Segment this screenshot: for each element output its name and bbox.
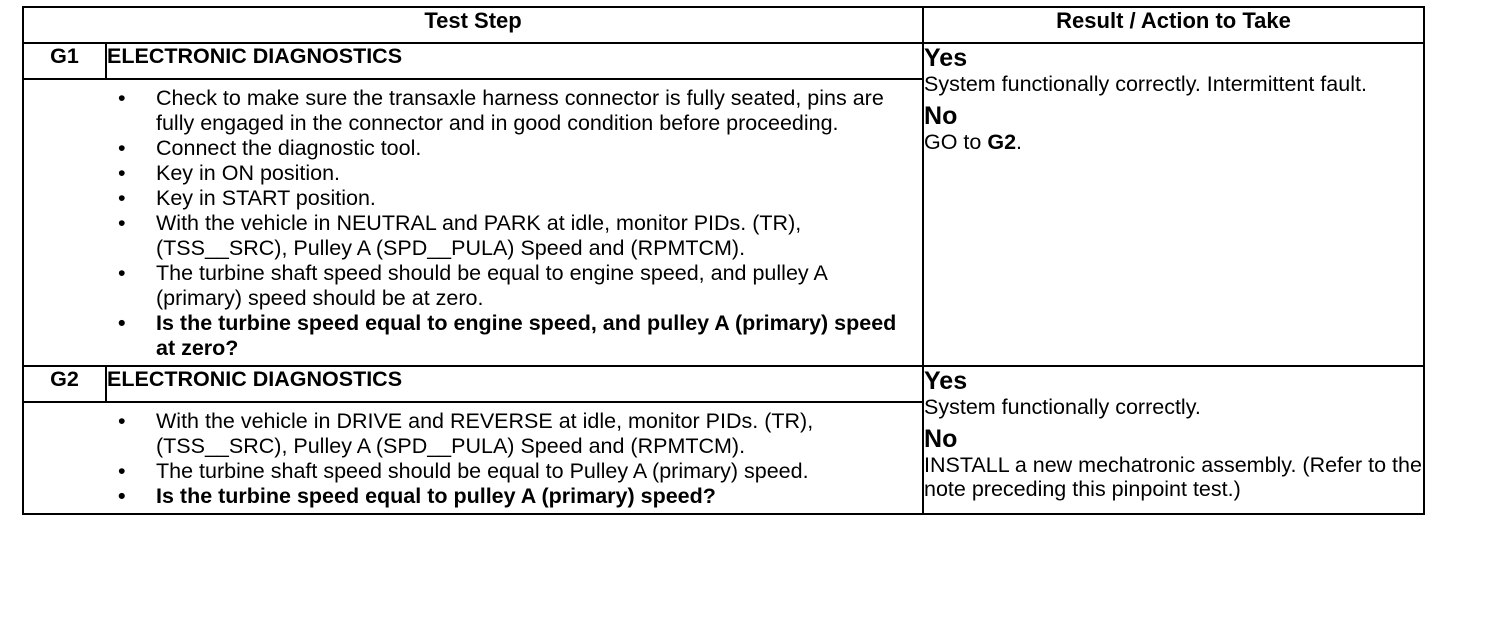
yes-label: Yes <box>924 44 968 72</box>
step-id: G1 <box>22 42 107 80</box>
bullet-dot: • <box>118 136 126 160</box>
bullet-text: Key in ON position. <box>156 161 341 185</box>
no-label: No <box>924 425 958 453</box>
bullet-item: • Connect the diagnostic tool. <box>54 136 912 161</box>
bullet-text: Key in START position. <box>156 186 376 210</box>
step-title: ELECTRONIC DIAGNOSTICS <box>104 365 925 403</box>
step-bullet-list: • With the vehicle in DRIVE and REVERSE a… <box>24 403 922 513</box>
no-text: GO to G2. <box>924 130 1423 154</box>
bullet-item: • Key in ON position. <box>54 161 912 186</box>
bullet-dot: • <box>118 459 126 483</box>
pinpoint-test-table: Test Step Result / Action to Take G1 ELE… <box>21 6 1426 515</box>
step-result: Yes System functionally correctly. Inter… <box>922 42 1426 367</box>
no-text-prefix: GO to <box>924 130 988 154</box>
bullet-text: With the vehicle in DRIVE and REVERSE at… <box>156 409 814 458</box>
bullet-question: • Is the turbine speed equal to engine sp… <box>54 311 912 361</box>
yes-text: System functionally correctly. Intermitt… <box>924 72 1367 96</box>
bullet-question: • Is the turbine speed equal to pulley A … <box>54 484 912 509</box>
goto-step-link: G2 <box>987 130 1017 154</box>
bullet-item: • Check to make sure the transaxle harnes… <box>54 86 912 136</box>
step-body: • Check to make sure the transaxle harnes… <box>21 78 925 367</box>
question-text: Is the turbine speed equal to engine spe… <box>156 311 897 360</box>
bullet-item: • The turbine shaft speed should be equal… <box>54 261 912 311</box>
result-action-header: Result / Action to Take <box>922 6 1426 44</box>
step-body-row: • With the vehicle in DRIVE and REVERSE a… <box>21 401 1424 515</box>
step-title: ELECTRONIC DIAGNOSTICS <box>104 42 925 80</box>
bullet-dot: • <box>118 311 126 335</box>
bullet-dot: • <box>118 86 126 110</box>
step-title-row: G2 ELECTRONIC DIAGNOSTICS Yes System fun… <box>22 365 1426 515</box>
step-body: • With the vehicle in DRIVE and REVERSE a… <box>21 401 925 515</box>
bullet-dot: • <box>118 261 126 285</box>
bullet-text: The turbine shaft speed should be equal … <box>156 459 809 483</box>
bullet-dot: • <box>118 211 126 235</box>
header-row: Test Step Result / Action to Take <box>21 6 1426 44</box>
bullet-text: Check to make sure the transaxle harness… <box>156 86 884 135</box>
bullet-item: • The turbine shaft speed should be equal… <box>54 459 912 484</box>
yes-label: Yes <box>924 367 968 395</box>
bullet-text: With the vehicle in NEUTRAL and PARK at … <box>156 211 802 260</box>
bullet-item: • With the vehicle in NEUTRAL and PARK at… <box>54 211 912 261</box>
step-title-row: G1 ELECTRONIC DIAGNOSTICS Yes System fun… <box>22 42 1426 367</box>
step-result: Yes System functionally correctly. No IN… <box>922 365 1426 515</box>
no-label: No <box>924 102 958 130</box>
step-body-row: • Check to make sure the transaxle harnes… <box>21 78 1424 367</box>
bullet-text: The turbine shaft speed should be equal … <box>156 261 827 310</box>
no-text-suffix: . <box>1016 130 1023 154</box>
step-bullet-list: • Check to make sure the transaxle harnes… <box>24 80 922 365</box>
no-text: INSTALL a new mechatronic assembly. (Ref… <box>924 453 1422 501</box>
bullet-dot: • <box>118 186 126 210</box>
bullet-dot: • <box>118 484 126 508</box>
bullet-dot: • <box>118 161 126 185</box>
bullet-dot: • <box>118 409 126 433</box>
bullet-item: • With the vehicle in DRIVE and REVERSE a… <box>54 409 912 459</box>
test-step-header: Test Step <box>21 6 925 44</box>
step-id: G2 <box>22 365 107 403</box>
bullet-text: Connect the diagnostic tool. <box>156 136 422 160</box>
yes-text: System functionally correctly. <box>924 395 1201 419</box>
bullet-item: • Key in START position. <box>54 186 912 211</box>
question-text: Is the turbine speed equal to pulley A (… <box>156 484 716 508</box>
